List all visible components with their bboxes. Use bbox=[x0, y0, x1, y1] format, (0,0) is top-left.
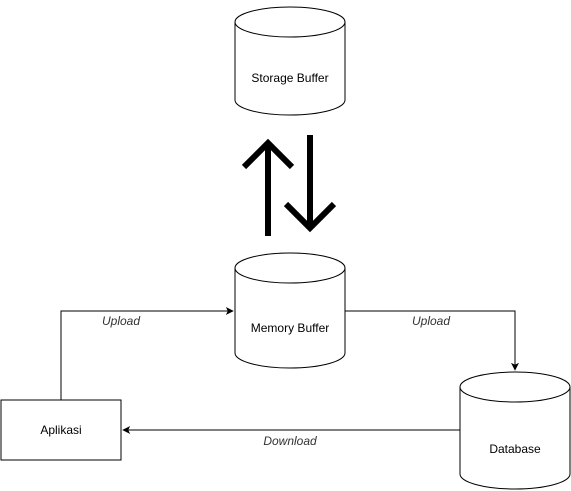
memory-buffer-cylinder-body bbox=[234, 252, 346, 369]
database-cylinder-top-rim bbox=[459, 386, 571, 403]
database-cylinder-body bbox=[459, 371, 571, 490]
aplikasi-node[interactable]: Aplikasi bbox=[0, 399, 122, 461]
down-arrow bbox=[283, 135, 337, 233]
storage-buffer-node[interactable]: Storage Buffer bbox=[234, 6, 346, 116]
storage-buffer-label: Storage Buffer bbox=[251, 71, 328, 85]
edge-memory-to-database-line bbox=[345, 310, 519, 371]
memory-buffer-label: Memory Buffer bbox=[251, 321, 329, 335]
aplikasi-box bbox=[0, 399, 122, 461]
edge-memory-to-database[interactable]: Upload bbox=[345, 310, 519, 371]
storage-buffer-cylinder-body bbox=[234, 6, 346, 116]
memory-buffer-node[interactable]: Memory Buffer bbox=[234, 252, 346, 369]
storage-buffer-cylinder-top-rim bbox=[234, 21, 346, 38]
edge-aplikasi-to-memory-label: Upload bbox=[102, 314, 140, 328]
edge-aplikasi-to-memory[interactable]: Upload bbox=[60, 307, 234, 400]
memory-buffer-cylinder-top-rim bbox=[234, 267, 346, 284]
aplikasi-label: Aplikasi bbox=[40, 423, 81, 437]
edge-database-to-aplikasi-label: Download bbox=[263, 434, 317, 448]
edge-memory-to-database-label: Upload bbox=[412, 314, 450, 328]
database-label: Database bbox=[489, 442, 541, 456]
database-node[interactable]: Database bbox=[459, 371, 571, 490]
sync-arrows bbox=[241, 135, 337, 236]
up-arrow bbox=[241, 138, 295, 236]
edge-aplikasi-to-memory-line bbox=[60, 307, 234, 400]
edge-database-to-aplikasi[interactable]: Download bbox=[122, 426, 460, 448]
